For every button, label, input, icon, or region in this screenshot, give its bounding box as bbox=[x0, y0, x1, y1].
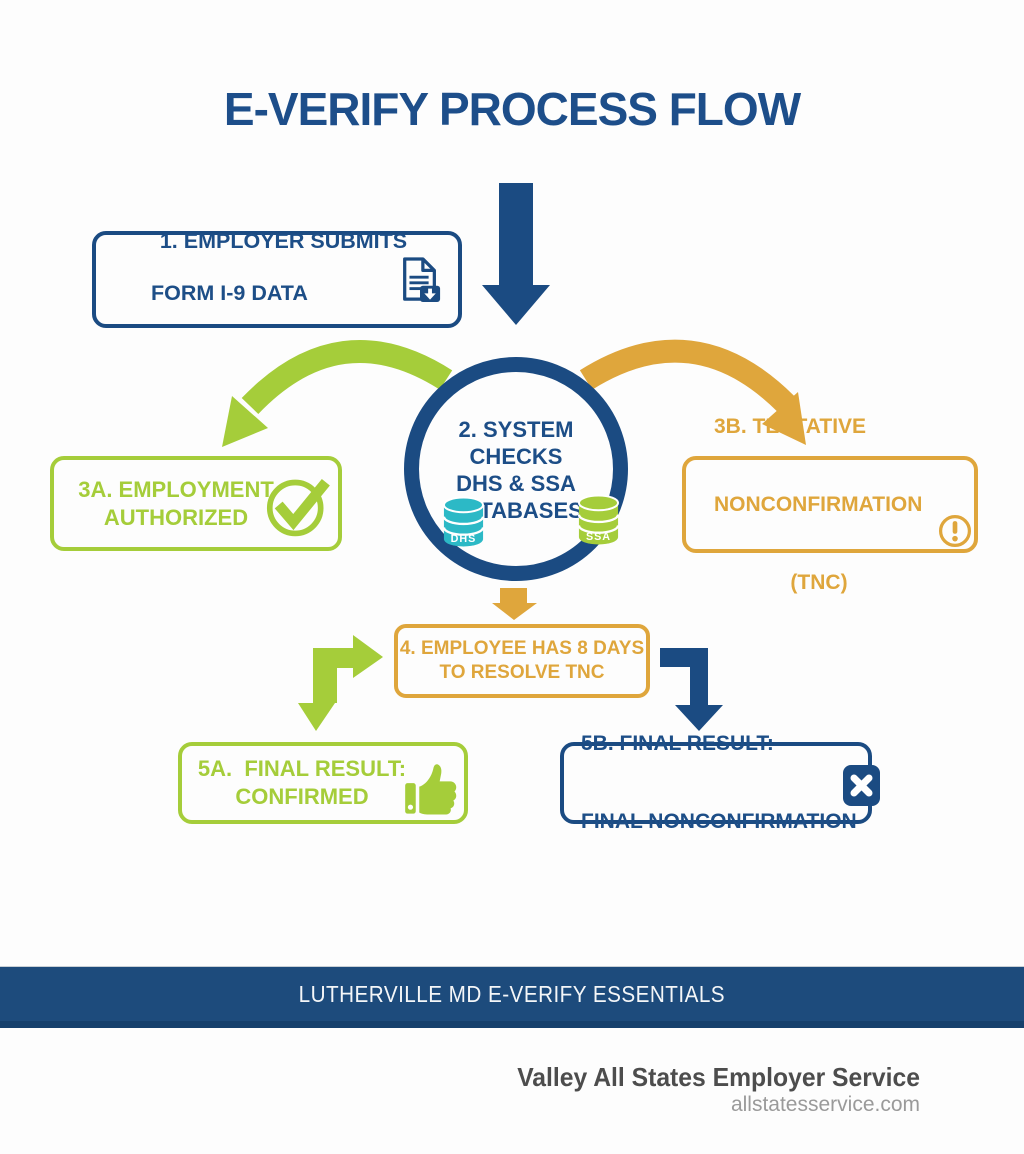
check-circle-icon bbox=[266, 478, 330, 537]
document-download-icon bbox=[403, 256, 441, 302]
step1-label: 1. EMPLOYER SUBMITS FORM I-9 DATA bbox=[124, 202, 407, 358]
step5b-label: 5B. FINAL RESULT: FINAL NONCONFIRMATION bbox=[581, 679, 857, 887]
step3a-employment-authorized-box: 3A. EMPLOYMENT AUTHORIZED bbox=[50, 456, 342, 551]
exclamation-circle-icon bbox=[938, 514, 972, 548]
ssa-database-label: SSA bbox=[586, 531, 611, 543]
step3b-line2: NONCONFIRMATION bbox=[714, 492, 923, 516]
curved-arrow-right-icon bbox=[579, 339, 806, 445]
footer: Valley All States Employer Service allst… bbox=[496, 1062, 920, 1118]
step3b-tentative-nonconfirmation-box: 3B. TENTATIVE NONCONFIRMATION (TNC) bbox=[682, 415, 978, 594]
big-down-arrow-icon bbox=[482, 183, 550, 325]
step4-employee-8-days-box: 4. EMPLOYEE HAS 8 DAYS TO RESOLVE TNC bbox=[394, 624, 650, 698]
location-banner: LUTHERVILLE MD E-VERIFY ESSENTIALS bbox=[0, 966, 1024, 1028]
step2-system-checks-circle: 2. SYSTEM CHECKS DHS & SSA DATABASES DHS… bbox=[404, 357, 628, 581]
step5b-final-nonconfirmation-box: 5B. FINAL RESULT: FINAL NONCONFIRMATION bbox=[560, 732, 880, 833]
step1-employer-submits-box: 1. EMPLOYER SUBMITS FORM I-9 DATA bbox=[92, 229, 462, 328]
curved-arrow-left-icon bbox=[222, 340, 453, 447]
ssa-database-icon: SSA bbox=[577, 494, 620, 545]
step1-line1: 1. EMPLOYER SUBMITS bbox=[159, 228, 408, 253]
step3b-line3: (TNC) bbox=[790, 570, 848, 594]
step5a-final-result-confirmed-box: 5A. FINAL RESULT: CONFIRMED bbox=[178, 742, 468, 824]
blue-elbow-arrow-icon bbox=[660, 648, 723, 731]
small-down-arrow-icon bbox=[492, 588, 537, 620]
step5b-line1: 5B. FINAL RESULT: bbox=[581, 732, 774, 755]
step5b-line2: FINAL NONCONFIRMATION bbox=[581, 810, 857, 833]
dhs-database-label: DHS bbox=[451, 533, 477, 545]
step5a-label: 5A. FINAL RESULT: CONFIRMED bbox=[197, 756, 407, 809]
step3b-label: 3B. TENTATIVE NONCONFIRMATION (TNC) bbox=[714, 362, 924, 648]
page-title: E-VERIFY PROCESS FLOW bbox=[223, 83, 801, 135]
step1-line2: FORM I-9 DATA bbox=[151, 280, 308, 305]
banner-text: LUTHERVILLE MD E-VERIFY ESSENTIALS bbox=[298, 980, 726, 1007]
step4-label: 4. EMPLOYEE HAS 8 DAYS TO RESOLVE TNC bbox=[399, 638, 645, 683]
x-square-icon bbox=[843, 765, 880, 806]
step3a-label: 3A. EMPLOYMENT AUTHORIZED bbox=[78, 476, 274, 530]
website-url: allstatesservice.com bbox=[730, 1093, 920, 1116]
company-name: Valley All States Employer Service bbox=[517, 1062, 920, 1092]
step3b-line1: 3B. TENTATIVE bbox=[714, 414, 867, 438]
green-elbow-arrow-icon bbox=[298, 635, 383, 731]
thumbs-up-icon bbox=[405, 764, 457, 815]
dhs-database-icon: DHS bbox=[442, 496, 485, 547]
